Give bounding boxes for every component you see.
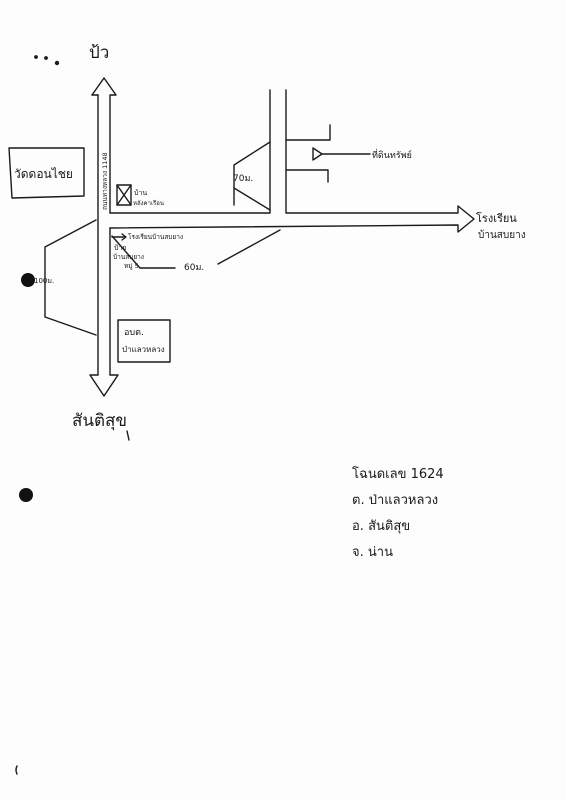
school-sign-arrowhead (121, 233, 127, 241)
temple-box (8, 147, 85, 199)
temple-label: วัดดอนไชย (14, 167, 73, 181)
dim-100-bracket (44, 219, 97, 336)
south-destination-label: สันติสุข (72, 411, 127, 431)
school-direction-label: โรงเรียนบ้านสบยาง (128, 233, 183, 241)
dim-70-upper (233, 141, 271, 206)
ink-dot (44, 56, 48, 60)
main-road-name-label: ถนนทางหลวง 1148 (101, 152, 109, 210)
side-road-north-edge-west (109, 89, 271, 214)
distance-100-label: 100ม. (34, 277, 54, 285)
ink-mark (15, 765, 18, 775)
land-parcel-bottom (285, 169, 329, 183)
house-owner-label: หลังคาเรือน (133, 199, 164, 207)
village-sign-bracket (111, 235, 176, 269)
house-icon (116, 184, 132, 206)
house-label: บ้าน (134, 189, 147, 197)
land-parcel-arrowhead (312, 147, 323, 161)
tambon-office-label-2: ป่าแลวหลวง (122, 345, 165, 354)
province-note: จ. น่าน (352, 545, 393, 560)
dim-60-pointer (217, 229, 281, 265)
land-parcel-label: ที่ดินทรัพย์ (372, 148, 412, 161)
ink-stroke (126, 430, 130, 441)
tambon-note: ต. ป่าแลวหลวง (352, 493, 439, 508)
village-sign-label-3: หมู่ 5 (124, 262, 139, 270)
amphoe-note: อ. สันติสุข (352, 519, 411, 534)
village-sign-label-1: ป้าย (114, 244, 126, 252)
deed-number: โฉนดเลข 1624 (352, 467, 444, 482)
main-road-bottom-arrow (89, 374, 119, 397)
dim-70-lower (233, 187, 271, 211)
distance-70-label: 70ม. (233, 174, 253, 184)
house-cross (116, 184, 132, 206)
distance-60-label: 60ม. (184, 263, 204, 273)
ink-dot (54, 60, 60, 66)
village-sign-label-2: บ้านสบยาง (113, 253, 144, 261)
punch-hole-bottom (19, 488, 33, 502)
main-road-top-east-edge (91, 77, 117, 214)
school-label-2: บ้านสบยาง (478, 229, 526, 241)
school-label-1: โรงเรียน (476, 211, 517, 225)
side-road-north-edge-east (109, 89, 475, 233)
land-parcel-top (285, 124, 331, 141)
tambon-office-box (117, 319, 171, 363)
tambon-office-label-1: อบต. (124, 328, 144, 338)
ink-dot (34, 55, 38, 59)
deed-notes: โฉนดเลข 1624 ต. ป่าแลวหลวง อ. สันติสุข จ… (352, 462, 444, 566)
north-destination-label: ป้ว (89, 43, 109, 63)
punch-hole-top (21, 273, 35, 287)
